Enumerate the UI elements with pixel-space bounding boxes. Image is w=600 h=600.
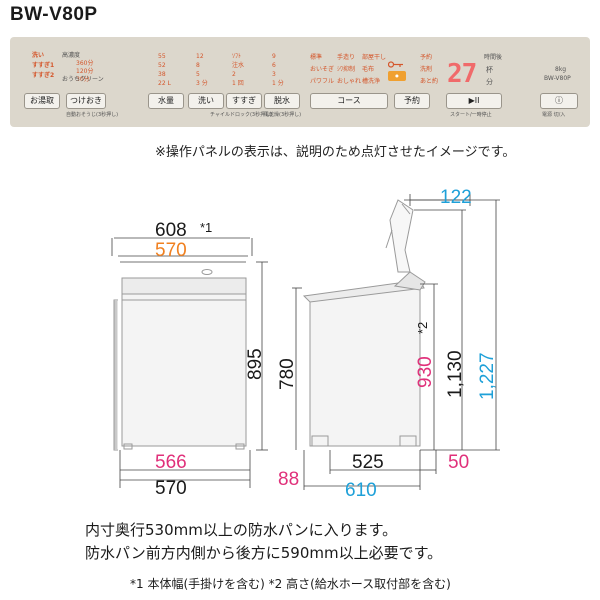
course-indoor: 部屋干し [362, 54, 387, 61]
spin-1: 1 分 [272, 80, 284, 87]
dim-front-height: 895 [245, 348, 266, 380]
course-button[interactable]: コース [310, 93, 388, 109]
reserve-button[interactable]: 予約 [394, 93, 430, 109]
course-wrinkle: ｼﾜ抑制 [337, 66, 356, 73]
dim-front-offset: 88 [278, 469, 300, 490]
time-12: 12 [196, 53, 204, 60]
spin-3: 3 [272, 71, 276, 78]
time-3: 3 分 [196, 80, 208, 87]
level-38: 38 [158, 71, 166, 78]
rinse-sub: チャイルドロック(3秒押し) [210, 112, 273, 118]
time-5: 5 [196, 71, 200, 78]
capacity-label: 8kg [555, 66, 567, 73]
display-digits: 27 [447, 59, 477, 89]
pan-note-1: 内寸奥行530mm以上の防水パンに入ります。 [85, 521, 398, 539]
dim-front-width-note: *1 [200, 220, 213, 235]
panel-note: ※操作パネルの表示は、説明のため点灯させたイメージです。 [155, 145, 516, 160]
rinse-button[interactable]: すすぎ [226, 93, 262, 109]
front-body [121, 291, 247, 447]
label-remaining: あと約 [420, 78, 439, 85]
front-foot-right [235, 443, 245, 450]
course-blanket: 毛布 [362, 66, 375, 73]
unit-hours: 時間後 [484, 54, 503, 61]
key-icon [388, 61, 403, 68]
dim-rear-offset: 50 [448, 452, 470, 473]
start-pause-button[interactable]: ▶II [446, 93, 502, 109]
course-powerful: パワフル [310, 78, 335, 85]
level-52: 52 [158, 62, 166, 69]
rinse-soft: ｿﾌﾄ [232, 53, 242, 60]
label-rinse2: すすぎ2 [32, 72, 55, 79]
side-open-lid [389, 199, 414, 273]
level-55: 55 [158, 53, 166, 60]
bath-button[interactable]: お湯取 [24, 93, 60, 109]
spin-button[interactable]: 脱水 [264, 93, 300, 109]
spin-9: 9 [272, 53, 276, 60]
soak-120: 120分 [76, 68, 94, 75]
label-wash: 洗い [32, 52, 45, 59]
power-sub: 電源 切/入 [542, 112, 566, 118]
soak-30: 30分 [76, 76, 90, 83]
power-button[interactable]: ⓘ [540, 93, 578, 109]
dim-side-depth: 525 [352, 452, 384, 473]
soak-clean: おうちクリーン [62, 76, 104, 83]
dim-foot-outer: 570 [155, 478, 187, 499]
footnote: *1 本体幅(手掛けを含む) *2 高さ(給水ホース取付部を含む) [130, 577, 451, 591]
unit-cups: 杯 [486, 66, 493, 74]
start-sub: スタート/一時停止 [450, 112, 492, 118]
control-panel: 洗い すすぎ1 すすぎ2 高濃度 360分 120分 30分 おうちクリーン 5… [10, 37, 590, 127]
dim-front-width: 608 [155, 220, 187, 241]
label-rinse1: すすぎ1 [32, 62, 55, 69]
soak-button[interactable]: つけおき [66, 93, 106, 109]
spin-sub: 風乾燥(3秒押し) [264, 112, 302, 118]
side-body [309, 287, 421, 447]
model-small-label: BW-V80P [544, 75, 571, 82]
label-reserve: 予約 [420, 54, 433, 61]
label-detergent: 洗剤 [420, 66, 433, 73]
course-handmade: 手造り [337, 54, 356, 61]
pan-note-2: 防水パン前方内側から後方に590mm以上必要です。 [85, 544, 443, 562]
dim-lid-height: 1,130 [445, 350, 466, 398]
rinse-1: 1 回 [232, 80, 244, 87]
dim-open-height: 1,227 [477, 352, 498, 400]
wash-button[interactable]: 洗い [188, 93, 224, 109]
course-quick: おいそぎ [310, 66, 335, 73]
rinse-inject: 注水 [232, 62, 245, 69]
soak-sub: 自動おそうじ(3秒押し) [66, 112, 119, 118]
unit-minutes: 分 [486, 78, 493, 86]
time-8: 8 [196, 62, 200, 69]
dim-inner-width: 570 [155, 240, 187, 261]
dim-hose-note: *2 [415, 321, 430, 334]
course-fashion: おしゃれ [337, 78, 362, 85]
dim-foot-inner: 566 [155, 452, 187, 473]
rinse-2: 2 [232, 71, 236, 78]
front-handle [201, 269, 213, 275]
soak-360: 360分 [76, 60, 94, 67]
front-foot-left [123, 443, 133, 450]
course-tubclean: 槽洗浄 [362, 78, 381, 85]
front-lid [121, 277, 247, 295]
model-title: BW-V80P [10, 4, 98, 25]
course-standard: 標準 [310, 54, 323, 61]
dim-top-depth: 122 [440, 187, 472, 208]
soak-high: 高濃度 [62, 52, 81, 59]
level-22: 22 L [158, 80, 171, 87]
dim-hose-height: 930 [415, 356, 436, 388]
spin-6: 6 [272, 62, 276, 69]
lock-badge-icon: ● [388, 71, 406, 81]
side-panel-raised [393, 271, 426, 291]
side-top [302, 279, 425, 303]
dim-body-height: 780 [277, 358, 298, 390]
dim-side-total: 610 [345, 480, 377, 501]
water-button[interactable]: 水量 [148, 93, 184, 109]
